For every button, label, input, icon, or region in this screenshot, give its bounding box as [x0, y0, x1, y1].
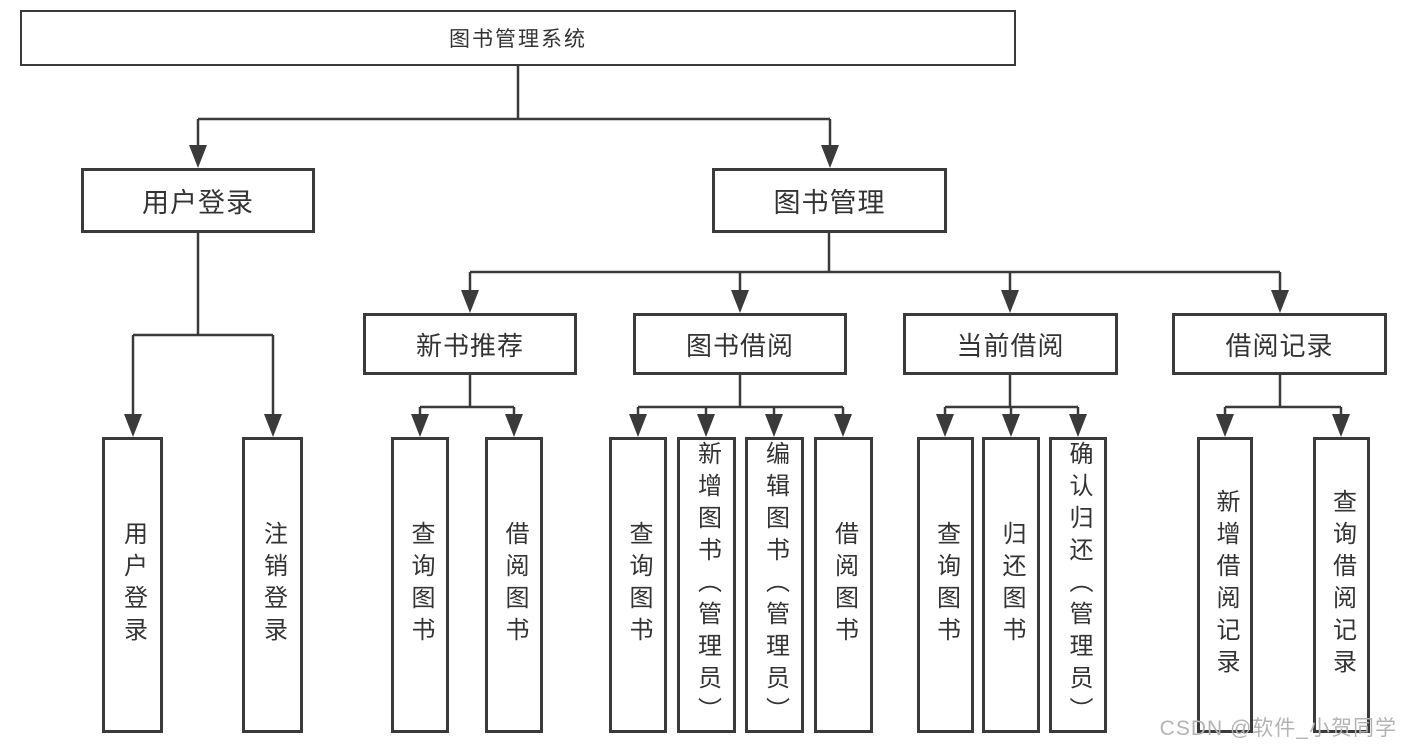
node-label: 编辑图书（管理员） [761, 441, 789, 729]
node-label: 借阅记录 [1225, 330, 1334, 361]
leaf-borrow-books-recommend: 借阅图书 [485, 437, 543, 733]
arrowheads [124, 145, 1350, 437]
node-label: 借阅图书 [501, 521, 528, 649]
node-label: 图书管理系统 [449, 28, 587, 51]
leaf-confirm-return-admin: 确认归还（管理员） [1049, 437, 1107, 733]
node-label: 查询借阅记录 [1328, 489, 1356, 681]
csdn-watermark: CSDN @软件_小贺同学 [1159, 717, 1397, 740]
node-label: 当前借阅 [956, 330, 1065, 361]
node-label: 确认归还（管理员） [1065, 441, 1092, 729]
node-borrow-records: 借阅记录 [1172, 313, 1387, 375]
node-label: 新增借阅记录 [1212, 489, 1239, 681]
node-label: 查询图书 [932, 521, 960, 649]
node-label: 查询图书 [625, 521, 652, 649]
node-label: 归还图书 [998, 521, 1025, 649]
leaf-logout: 注销登录 [242, 437, 303, 733]
leaf-query-books-borrow: 查询图书 [609, 437, 667, 733]
node-book-borrow: 图书借阅 [633, 313, 847, 375]
node-label: 图书管理 [773, 188, 886, 218]
node-label: 新书推荐 [415, 330, 524, 361]
leaf-add-borrow-record: 新增借阅记录 [1197, 437, 1253, 733]
leaf-edit-book-admin: 编辑图书（管理员） [745, 437, 804, 733]
node-label: 新增图书（管理员） [693, 441, 721, 729]
leaf-query-books-current: 查询图书 [917, 437, 974, 733]
node-user-login: 用户登录 [81, 168, 315, 233]
leaf-query-borrow-record: 查询借阅记录 [1313, 437, 1370, 733]
node-label: 用户登录 [142, 188, 254, 218]
leaf-query-books-recommend: 查询图书 [391, 437, 449, 733]
node-current-borrow: 当前借阅 [903, 313, 1118, 375]
node-book-management: 图书管理 [712, 168, 947, 233]
node-label: 用户登录 [119, 521, 147, 649]
node-label: 查询图书 [407, 521, 434, 649]
node-label: 注销登录 [259, 521, 287, 649]
leaf-user-login: 用户登录 [102, 437, 163, 733]
node-new-book-recommend: 新书推荐 [363, 313, 577, 375]
leaf-borrow-books: 借阅图书 [814, 437, 873, 733]
node-label: 借阅图书 [830, 521, 858, 649]
node-label: 图书借阅 [685, 330, 794, 361]
leaf-return-books: 归还图书 [982, 437, 1040, 733]
node-library-management-system: 图书管理系统 [20, 10, 1016, 66]
leaf-add-book-admin: 新增图书（管理员） [677, 437, 736, 733]
